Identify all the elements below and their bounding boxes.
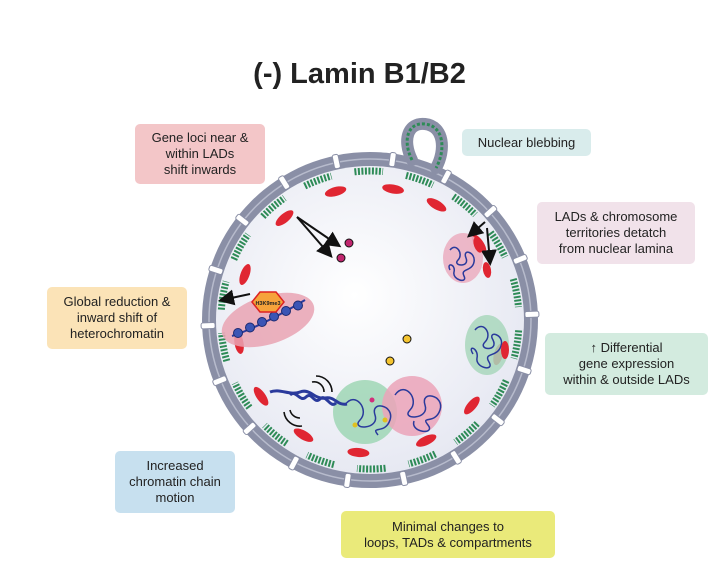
lamina-segment bbox=[489, 379, 510, 408]
nuclear-pore bbox=[440, 169, 452, 185]
heterochromatin-spot bbox=[426, 198, 447, 212]
lads-detach-label: LADs & chromosome territories detatch fr… bbox=[537, 202, 695, 264]
heterochromatin-spot bbox=[293, 428, 314, 442]
heterochromatin-spot bbox=[253, 386, 269, 406]
lamina-segment bbox=[230, 232, 251, 261]
lamina-segment bbox=[453, 421, 480, 445]
gene-locus-dot bbox=[344, 238, 354, 248]
nucleosome bbox=[257, 317, 267, 327]
diagram-title: (-) Lamin B1/B2 bbox=[253, 58, 466, 90]
nuclear-pore bbox=[212, 375, 228, 386]
h3k9me3-hexagon bbox=[251, 291, 285, 313]
chromatin-chain-motion bbox=[269, 375, 348, 427]
lamina-segment bbox=[451, 193, 478, 218]
nuclear-blebbing-label: Nuclear blebbing bbox=[462, 129, 591, 156]
nuclear-bleb bbox=[401, 117, 448, 174]
lamina-segment bbox=[231, 381, 253, 410]
nuclear-pore bbox=[512, 254, 528, 265]
tad-compartments bbox=[333, 376, 442, 444]
lamina-segment bbox=[218, 332, 231, 363]
locus-yellow-dot bbox=[402, 334, 412, 344]
chromatin-motion-label: Increased chromatin chain motion bbox=[115, 451, 235, 513]
nuclear-pore bbox=[200, 321, 216, 330]
nucleosome bbox=[293, 300, 303, 311]
nuclear-pore bbox=[278, 175, 291, 190]
heterochromatin-spot bbox=[347, 447, 370, 458]
lamina-segment bbox=[303, 172, 333, 190]
gene-locus-dot bbox=[336, 253, 346, 263]
nuclear-pore bbox=[331, 153, 341, 170]
locus-yellow-dot bbox=[385, 356, 395, 366]
nuclear-pore bbox=[242, 421, 257, 435]
heterochromatin-spot bbox=[275, 210, 294, 226]
lad-detach-domain bbox=[443, 221, 497, 283]
nucleosome bbox=[269, 311, 279, 322]
nuclear-pore bbox=[235, 213, 250, 227]
nuclear-lamina bbox=[217, 167, 523, 473]
heterochromatin-spot bbox=[239, 264, 251, 285]
nuclear-pore bbox=[208, 264, 224, 275]
h3k9me3-label: H3K9me3 bbox=[255, 301, 280, 307]
inner-membrane-line bbox=[208, 158, 532, 482]
minimal-changes-label: Minimal changes to loops, TADs & compart… bbox=[341, 511, 555, 558]
lamina-segment bbox=[407, 450, 437, 468]
nuclear-pore bbox=[449, 450, 462, 465]
lamina-segment bbox=[354, 167, 384, 176]
nuclear-pore bbox=[388, 151, 397, 168]
nuclear-pore bbox=[516, 365, 532, 376]
nucleosome bbox=[233, 328, 243, 338]
heterochromatin-domain: H3K9me3 bbox=[218, 289, 315, 348]
lamina-segment bbox=[510, 330, 523, 360]
nuclear-pores bbox=[200, 151, 540, 489]
nuclear-pore bbox=[343, 472, 352, 489]
lamina-segment bbox=[260, 195, 287, 219]
lamina-segment bbox=[356, 464, 386, 473]
nuclear-pore bbox=[524, 310, 540, 319]
heterochromatin-spots bbox=[234, 184, 504, 458]
nuclear-pore bbox=[399, 470, 409, 487]
nuclear-pore bbox=[490, 413, 505, 427]
heterochromatin-spot bbox=[464, 396, 480, 415]
differential-expression-domain bbox=[465, 315, 509, 375]
lamina-segment bbox=[305, 451, 335, 468]
differential-expression-label: ↑ Differential gene expression within & … bbox=[545, 333, 708, 395]
nuclear-pore bbox=[483, 205, 498, 219]
heterochromatin-spot bbox=[416, 434, 437, 447]
lamina-segment bbox=[487, 230, 509, 259]
nucleosome bbox=[281, 306, 291, 316]
nucleosome bbox=[245, 322, 255, 333]
gene-loci-shift bbox=[296, 216, 354, 263]
heterochromatin-spot bbox=[382, 184, 404, 194]
lamina-segment bbox=[262, 422, 289, 447]
gene-loci-label: Gene loci near & within LADs shift inwar… bbox=[135, 124, 265, 184]
heterochromatin-spot bbox=[324, 186, 347, 197]
lamina-segment bbox=[509, 277, 522, 308]
lamina-segment bbox=[405, 172, 435, 189]
nuclear-pore bbox=[288, 455, 300, 471]
heterochromatin-label: Global reduction & inward shift of heter… bbox=[47, 287, 187, 349]
